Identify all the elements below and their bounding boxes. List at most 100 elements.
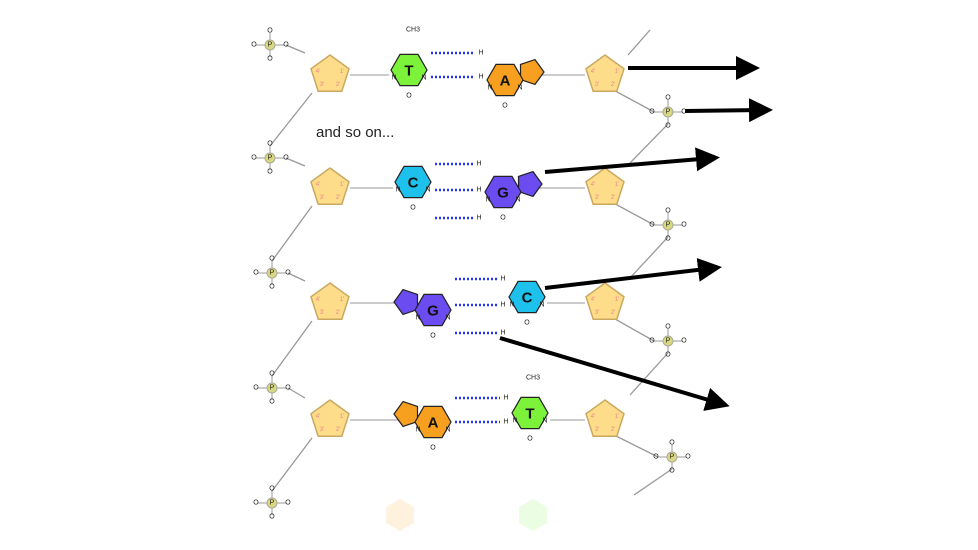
- nitrogen-label: N: [512, 418, 517, 425]
- phosphorus-atom: [266, 497, 278, 509]
- oxygen-label: O: [669, 468, 675, 475]
- right-backbone-line: [627, 29, 651, 56]
- phosphorus-atom: [266, 382, 278, 394]
- oxygen-label: O: [269, 514, 275, 521]
- sugar-label: 2': [611, 310, 615, 316]
- hydrogen-label: H: [476, 215, 481, 222]
- phosphorus-label: P: [268, 155, 273, 162]
- oxygen-label: O: [267, 56, 273, 63]
- right-backbone-line: [633, 468, 673, 496]
- left-backbone-line: [271, 320, 313, 377]
- faded-base: [519, 499, 547, 531]
- oxygen-label: O: [653, 454, 659, 461]
- base-five-ring: [519, 58, 545, 86]
- right-backbone-line: [629, 352, 669, 396]
- oxygen-label: O: [685, 454, 691, 461]
- sugar-label: 2': [611, 195, 615, 201]
- hydrogen-label: H: [500, 330, 505, 337]
- phosphorus-atom: [662, 106, 674, 118]
- base-hexagon: [511, 396, 549, 430]
- oxygen-label: O: [269, 399, 275, 406]
- pointer-arrow: [544, 257, 722, 290]
- phosphorus-label: P: [666, 338, 671, 345]
- base-hexagon: [508, 280, 546, 314]
- oxygen-label: O: [285, 270, 291, 277]
- oxygen-label: O: [430, 445, 436, 452]
- hydrogen-label: H: [503, 419, 508, 426]
- phosphorus-label: P: [666, 222, 671, 229]
- oxygen-label: O: [253, 500, 259, 507]
- oxygen-label: O: [502, 103, 508, 110]
- base-letter-C: C: [408, 175, 419, 192]
- sugar-label: 4': [591, 414, 595, 420]
- sugar-label: 3': [595, 427, 599, 433]
- oxygen-label: O: [649, 109, 655, 116]
- oxygen-label: O: [649, 222, 655, 229]
- sugar-label: 3': [320, 427, 324, 433]
- oxygen-label: O: [285, 385, 291, 392]
- methyl-label: CH3: [526, 375, 540, 382]
- left-backbone-line: [271, 437, 313, 492]
- sugar-label: 1': [615, 297, 619, 303]
- oxygen-label: O: [269, 371, 275, 378]
- sugar-label: 3': [595, 195, 599, 201]
- pointer-arrow: [544, 147, 720, 174]
- faded-base: [386, 499, 414, 531]
- right-backbone-line: [629, 123, 669, 164]
- oxygen-label: O: [251, 42, 257, 49]
- phosphorus-label: P: [666, 109, 671, 116]
- phosphorus-atom: [266, 267, 278, 279]
- sugar-label: 4': [316, 297, 320, 303]
- sugar-label: 2': [611, 82, 615, 88]
- oxygen-label: O: [283, 155, 289, 162]
- nitrogen-label: N: [487, 85, 492, 92]
- nitrogen-label: N: [425, 187, 430, 194]
- base-hexagon: [414, 405, 452, 439]
- oxygen-label: O: [410, 205, 416, 212]
- nitrogen-label: N: [445, 427, 450, 434]
- hydrogen-label: H: [500, 302, 505, 309]
- oxygen-label: O: [665, 236, 671, 243]
- left-backbone-line: [287, 387, 306, 399]
- pointer-arrow: [499, 336, 730, 411]
- base-hexagon: [486, 63, 524, 97]
- oxygen-label: O: [283, 42, 289, 49]
- phosphorus-atom: [264, 152, 276, 164]
- phosphorus-label: P: [270, 270, 275, 277]
- sugar-label: 4': [591, 297, 595, 303]
- nitrogen-label: N: [415, 427, 420, 434]
- phosphorus-label: P: [270, 385, 275, 392]
- oxygen-label: O: [681, 222, 687, 229]
- oxygen-label: O: [649, 338, 655, 345]
- hydrogen-label: H: [478, 74, 483, 81]
- oxygen-label: O: [681, 338, 687, 345]
- oxygen-label: O: [267, 169, 273, 176]
- base-hexagon: [414, 293, 452, 327]
- phosphorus-label: P: [270, 500, 275, 507]
- faded-next-pair: [386, 499, 547, 531]
- sugar-label: 4': [316, 182, 320, 188]
- oxygen-label: O: [665, 95, 671, 102]
- phosphorus-label: P: [670, 454, 675, 461]
- base-letter-C: C: [522, 290, 533, 307]
- hydrogen-label: H: [503, 395, 508, 402]
- sugar-label: 1': [340, 182, 344, 188]
- base-letter-T: T: [525, 406, 534, 423]
- sugar-label: 3': [595, 82, 599, 88]
- sugar-pentagon: [585, 54, 625, 92]
- oxygen-label: O: [267, 141, 273, 148]
- sugar-pentagon: [585, 399, 625, 437]
- sugar-pentagon: [310, 54, 350, 92]
- oxygen-label: O: [524, 320, 530, 327]
- base-letter-A: A: [428, 415, 439, 432]
- base-five-ring: [393, 288, 419, 316]
- base-letter-G: G: [497, 185, 509, 202]
